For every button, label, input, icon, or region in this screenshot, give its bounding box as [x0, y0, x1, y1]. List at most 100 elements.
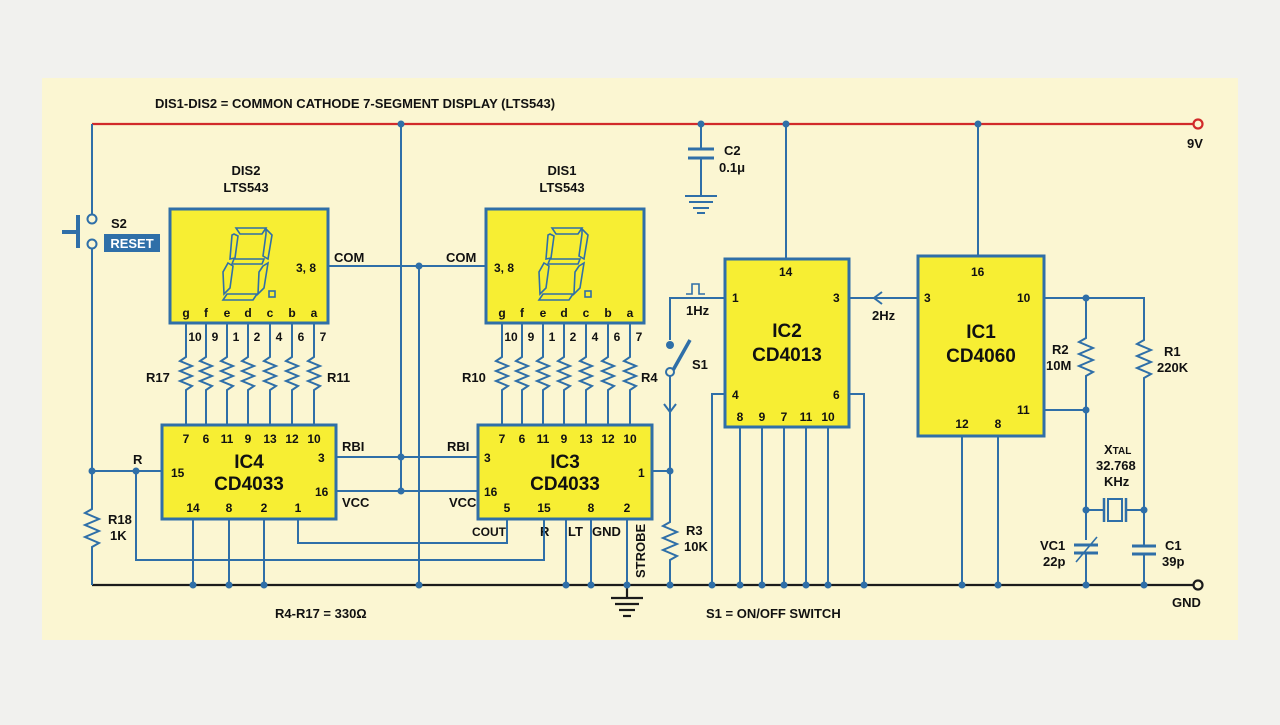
reset-label: RESET [110, 236, 153, 251]
junction [666, 581, 674, 589]
junction [860, 581, 868, 589]
r1-resistor [1134, 336, 1154, 510]
xtal-label: XTAL [1104, 442, 1131, 457]
junction [736, 581, 744, 589]
junction [260, 581, 268, 589]
dis2-segment-label: a [311, 306, 318, 320]
ic2-part: CD4013 [752, 345, 822, 366]
pin-label: 8 [588, 501, 595, 515]
c2-label: C2 [724, 143, 741, 158]
wire-reset-ic3 [135, 471, 545, 561]
s2-label: S2 [111, 216, 127, 231]
ic2-pin-4: 4 [732, 388, 739, 402]
ic4-r-label: R [133, 452, 143, 467]
r18-resistor [82, 505, 102, 585]
pin-label: 11 [221, 432, 234, 446]
junction [397, 120, 405, 128]
ic3-pin-16: 16 [484, 485, 498, 499]
r10-label: R10 [462, 370, 486, 385]
ic1-pin-16: 16 [971, 265, 985, 279]
pin-label: 6 [203, 432, 210, 446]
junction [802, 581, 810, 589]
segment-resistor [305, 323, 323, 425]
ic2-pin-3: 3 [833, 291, 840, 305]
ic1-chip [916, 254, 1046, 438]
dis1-segment-label: e [540, 306, 547, 320]
ic2-pin-1: 1 [732, 291, 739, 305]
s1-contact [666, 341, 674, 349]
segment-resistor [493, 323, 511, 425]
xtal-unit: KHz [1104, 474, 1130, 489]
ic3-part: CD4033 [530, 474, 600, 495]
pin-label: 14 [186, 501, 200, 515]
dis1-ref: DIS1 [548, 163, 577, 178]
junction [824, 581, 832, 589]
segment-resistor [218, 323, 236, 425]
junction [189, 581, 197, 589]
dis1-pin-label: 4 [592, 330, 599, 344]
segment-resistor [513, 323, 531, 425]
segment-resistor [177, 323, 195, 425]
segment-resistor [283, 323, 301, 425]
ground-terminal [1192, 579, 1204, 591]
ic2-chip [723, 257, 851, 429]
pin-label: 9 [759, 410, 766, 424]
pin-label: 7 [499, 432, 506, 446]
segment-resistor [197, 323, 215, 425]
ic1-ref: IC1 [966, 322, 996, 343]
ic3-lt-label: LT [568, 524, 583, 539]
junction [415, 581, 423, 589]
dis2-pin-label: 6 [298, 330, 305, 344]
dis1-segment-label: g [498, 306, 505, 320]
vc1-label: VC1 [1040, 538, 1065, 553]
dis1-segment-label: a [627, 306, 634, 320]
segment-resistor [239, 323, 257, 425]
pin-label: 5 [504, 501, 511, 515]
dis2-pin-label: 1 [233, 330, 240, 344]
r4-label: R4 [641, 370, 658, 385]
dis1-part: LTS543 [539, 180, 584, 195]
dis1-seven-segment-glyph [537, 227, 592, 301]
ic4-chip [160, 423, 338, 521]
pin-label: 15 [537, 501, 551, 515]
pin-label: 2 [261, 501, 268, 515]
ground-label: GND [1172, 595, 1201, 610]
junction [562, 581, 570, 589]
xtal-frequency: 32.768 [1096, 458, 1136, 473]
junction [758, 581, 766, 589]
reset-badge [104, 234, 160, 252]
s2-pushbutton [62, 215, 80, 248]
ic1-pin-3: 3 [924, 291, 931, 305]
ic2-ref: IC2 [772, 321, 802, 342]
diagram-title: DIS1-DIS2 = COMMON CATHODE 7-SEGMENT DIS… [155, 96, 555, 111]
pin-label: 9 [245, 432, 252, 446]
pin-label: 6 [519, 432, 526, 446]
r18-label: R18 [108, 512, 132, 527]
junction [666, 467, 674, 475]
dis2-pin-label: 10 [188, 330, 202, 344]
xtal-crystal [1107, 498, 1123, 522]
ic3-rbi-label: RBI [447, 439, 469, 454]
dis2-segment-label: b [288, 306, 295, 320]
r3-value: 10K [684, 539, 708, 554]
note-resistors: R4-R17 = 330Ω [275, 606, 367, 621]
pin-label: 12 [285, 432, 299, 446]
ic2-pin-14: 14 [779, 265, 793, 279]
wire-ic2-pin4 [711, 393, 725, 585]
pin-label: 7 [781, 410, 788, 424]
freq-1hz: 1Hz [686, 303, 710, 318]
dis1-com-pins: 3, 8 [494, 261, 514, 275]
ic4-pin-3: 3 [318, 451, 325, 465]
r2-label: R2 [1052, 342, 1069, 357]
junction [1082, 581, 1090, 589]
square-wave-icon [686, 283, 705, 295]
dis1-pin-label: 10 [504, 330, 518, 344]
s2-contact-top [86, 213, 98, 225]
supply-terminal [1192, 118, 1204, 130]
dis2-segment-label: d [244, 306, 251, 320]
dis1-pin-label: 1 [549, 330, 556, 344]
pin-label: 13 [263, 432, 277, 446]
dis1-pin-label: 2 [570, 330, 577, 344]
ic3-chip [476, 423, 654, 521]
